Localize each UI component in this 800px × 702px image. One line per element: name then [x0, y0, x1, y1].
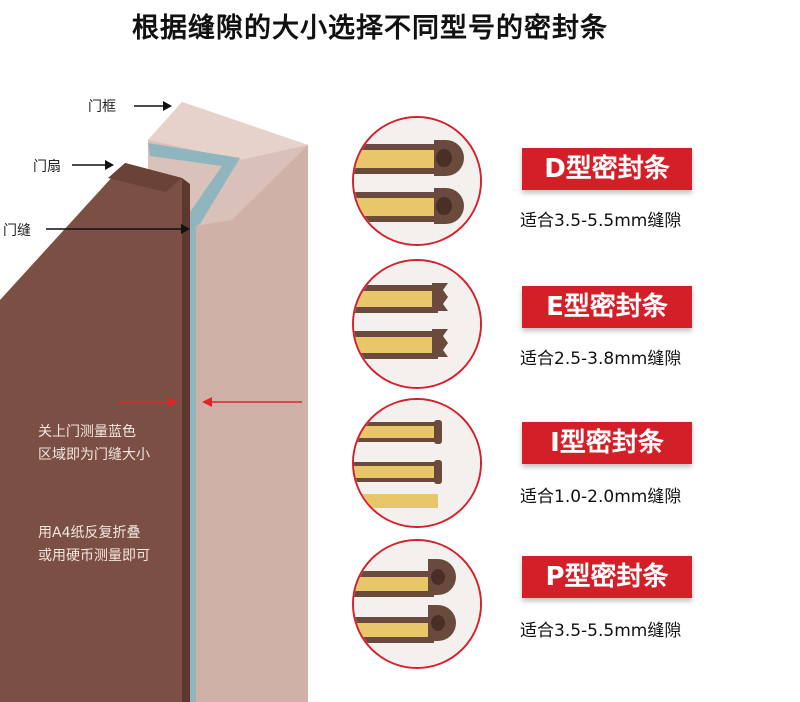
- spec-p: 适合3.5-5.5mm缝隙: [520, 621, 682, 641]
- door-frame-top: [148, 102, 308, 160]
- door-leaf-top: [108, 163, 182, 192]
- label-leaf: 门扇: [33, 159, 61, 175]
- gap-blue-region: [148, 143, 240, 702]
- spec-e: 适合2.5-3.8mm缝隙: [520, 349, 682, 369]
- badge-p: P型密封条: [522, 556, 692, 598]
- door-diagram: [0, 101, 308, 702]
- badge-d: D型密封条: [522, 148, 692, 190]
- page-title: 根据缝隙的大小选择不同型号的密封条: [132, 13, 608, 44]
- strip-photo-i: [352, 398, 482, 528]
- note-line-2: 区域即为门缝大小: [38, 447, 150, 463]
- note-line-1: 关上门测量蓝色: [38, 424, 136, 440]
- note-line-3: 用A4纸反复折叠: [38, 525, 141, 541]
- strip-photo-p: [352, 539, 482, 669]
- spec-i: 适合1.0-2.0mm缝隙: [520, 487, 682, 507]
- spec-d: 适合3.5-5.5mm缝隙: [520, 211, 682, 231]
- note-line-4: 或用硬币测量即可: [38, 548, 150, 564]
- door-leaf: [0, 163, 182, 702]
- strip-photo-d: [352, 116, 482, 246]
- door-frame-side: [196, 145, 308, 702]
- badge-e: E型密封条: [522, 286, 692, 328]
- badge-i: I型密封条: [522, 422, 692, 464]
- door-leaf-edge: [182, 178, 190, 702]
- strip-photo-e: [352, 259, 482, 389]
- label-frame: 门框: [88, 99, 116, 115]
- note-method: 用A4纸反复折叠 或用硬币测量即可: [38, 522, 150, 568]
- label-gap: 门缝: [3, 223, 31, 239]
- note-measure: 关上门测量蓝色 区域即为门缝大小: [38, 421, 150, 467]
